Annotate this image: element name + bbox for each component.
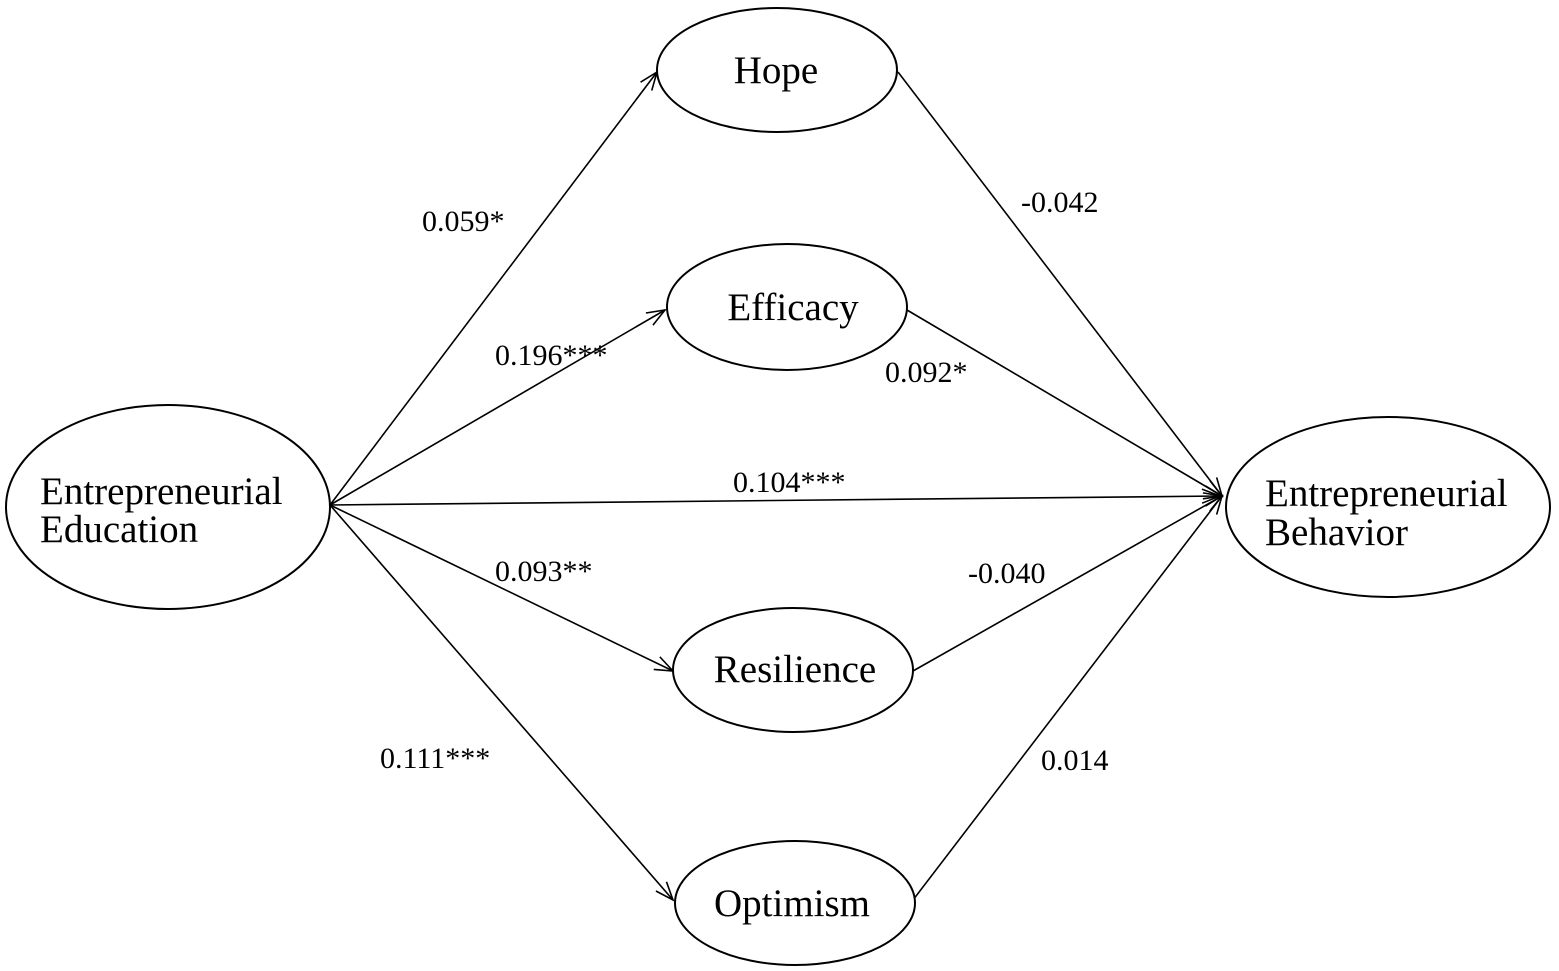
node-hope: Hope [656,7,898,133]
edge-education-efficacy [329,310,665,506]
node-efficacy-ellipse [666,243,908,371]
node-entrepreneurial-education: Entrepreneurial Education [5,404,331,610]
edge-efficacy-behavior [906,309,1222,496]
node-optimism-label: Optimism [714,882,870,925]
node-optimism: Optimism [674,840,916,966]
edge-label-hope-behavior: -0.042 [1021,186,1099,219]
edge-label-education-hope: 0.059* [422,205,505,238]
edge-labels: 0.059* 0.196*** 0.104*** 0.093** 0.111**… [380,186,1109,777]
edge-label-education-efficacy: 0.196*** [495,339,608,372]
edge-hope-behavior [897,71,1222,496]
edge-education-hope [329,72,657,506]
node-optimism-ellipse [674,840,916,966]
node-education-label-line2: Education [40,508,198,551]
edge-optimism-behavior [912,496,1222,901]
node-hope-ellipse [656,7,898,133]
node-hope-label: Hope [734,49,818,92]
node-behavior-label-line2: Behavior [1265,511,1408,554]
edge-education-optimism [329,504,673,900]
edge-label-efficacy-behavior: 0.092* [885,356,968,389]
node-education-ellipse [5,404,331,610]
edge-label-education-behavior: 0.104*** [733,466,846,499]
edge-label-education-optimism: 0.111*** [380,742,490,775]
node-efficacy-label: Efficacy [727,286,859,329]
edge-education-behavior [329,496,1220,506]
node-entrepreneurial-behavior: Entrepreneurial Behavior [1225,416,1551,598]
node-resilience-label: Resilience [714,648,876,691]
node-behavior-ellipse [1225,416,1551,598]
edge-label-resilience-behavior: -0.040 [968,557,1046,590]
edge-label-education-resilience: 0.093** [495,555,593,588]
node-behavior-label-line1: Entrepreneurial [1265,472,1508,515]
node-resilience-ellipse [672,607,914,733]
node-efficacy: Efficacy [666,243,908,371]
node-education-label-line1: Entrepreneurial [40,470,283,513]
edge-label-optimism-behavior: 0.014 [1041,744,1109,777]
edge-resilience-behavior [912,496,1222,672]
edges [329,71,1222,901]
node-resilience: Resilience [672,607,914,733]
edge-education-resilience [329,504,673,671]
